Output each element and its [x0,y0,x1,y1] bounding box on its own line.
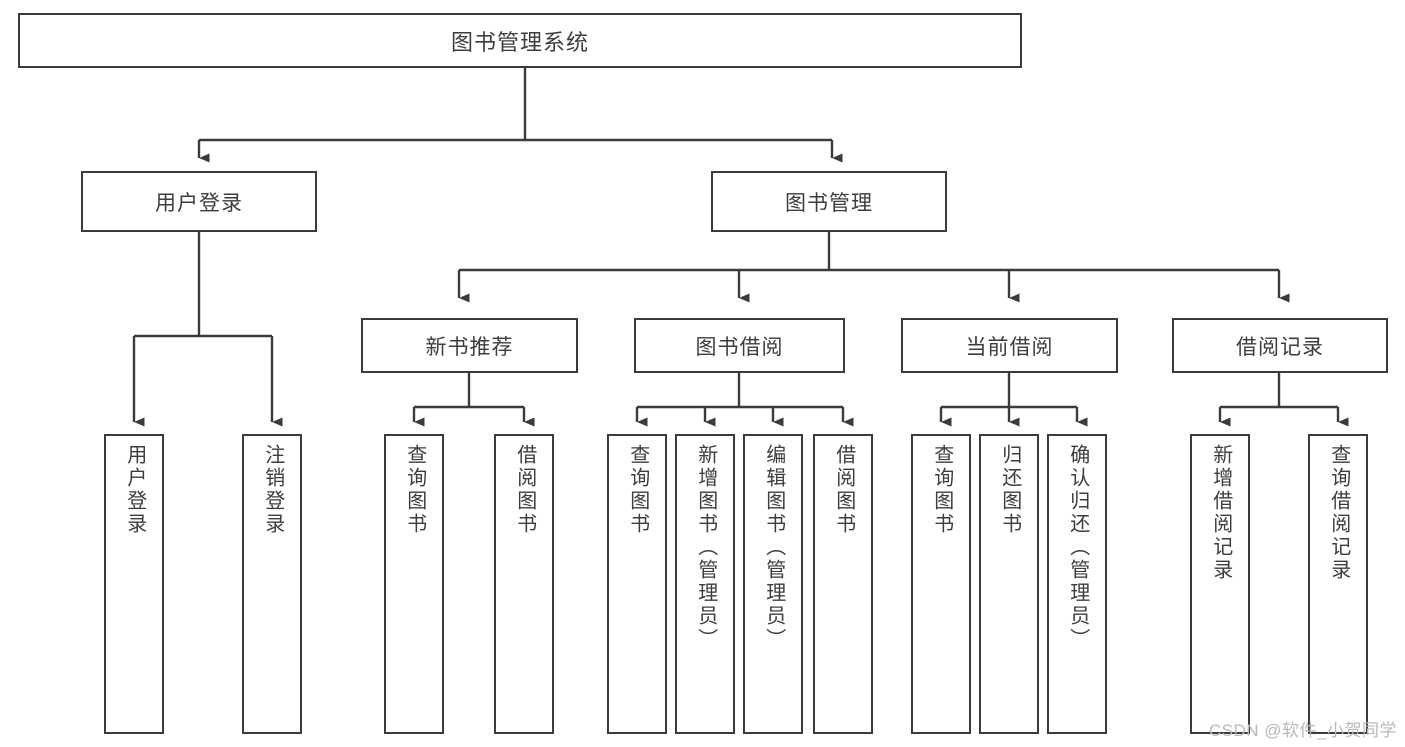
node-leaf-borrow-book-2[interactable]: 借阅图书 [813,434,873,734]
node-label: 查询图书 [930,444,953,536]
node-leaf-query-book-3[interactable]: 查询图书 [911,434,971,734]
node-leaf-add-book-admin[interactable]: 新增图书（管理员） [675,434,735,734]
node-new-book-recommend[interactable]: 新书推荐 [361,318,578,373]
node-leaf-logout-login[interactable]: 注销登录 [242,434,302,734]
node-label: 编辑图书（管理员） [762,444,785,651]
node-user-login[interactable]: 用户登录 [81,171,317,232]
node-borrow-record[interactable]: 借阅记录 [1172,318,1388,373]
node-leaf-query-book-2[interactable]: 查询图书 [607,434,667,734]
node-book-management[interactable]: 图书管理 [711,171,947,232]
node-label: 图书管理系统 [450,29,589,55]
node-label: 用户登录 [123,444,146,536]
node-leaf-edit-book-admin[interactable]: 编辑图书（管理员） [743,434,803,734]
node-leaf-return-book[interactable]: 归还图书 [979,434,1039,734]
node-label: 借阅记录 [1236,335,1324,359]
node-leaf-user-login[interactable]: 用户登录 [104,434,164,734]
node-label: 查询图书 [626,444,649,536]
node-label: 新书推荐 [425,335,514,359]
node-label: 查询图书 [403,444,426,536]
node-leaf-query-book-1[interactable]: 查询图书 [384,434,444,734]
node-label: 当前借阅 [965,335,1054,359]
node-label: 新增图书（管理员） [694,444,717,651]
node-leaf-borrow-book-1[interactable]: 借阅图书 [494,434,554,734]
node-label: 借阅图书 [832,444,855,536]
node-label: 借阅图书 [513,444,536,536]
node-book-borrow[interactable]: 图书借阅 [634,318,845,373]
node-root-book-management-system[interactable]: 图书管理系统 [18,13,1022,68]
node-label: 确认归还（管理员） [1066,444,1089,651]
node-leaf-add-borrow-record[interactable]: 新增借阅记录 [1190,434,1250,734]
node-current-borrow[interactable]: 当前借阅 [901,318,1118,373]
node-label: 用户登录 [155,191,243,215]
node-label: 图书管理 [785,191,873,215]
node-leaf-query-borrow-record[interactable]: 查询借阅记录 [1308,434,1368,734]
node-label: 注销登录 [261,444,284,536]
node-label: 图书借阅 [695,335,784,359]
node-label: 查询借阅记录 [1327,444,1350,582]
node-leaf-confirm-return-admin[interactable]: 确认归还（管理员） [1047,434,1107,734]
node-label: 归还图书 [998,444,1021,536]
node-label: 新增借阅记录 [1209,444,1232,582]
